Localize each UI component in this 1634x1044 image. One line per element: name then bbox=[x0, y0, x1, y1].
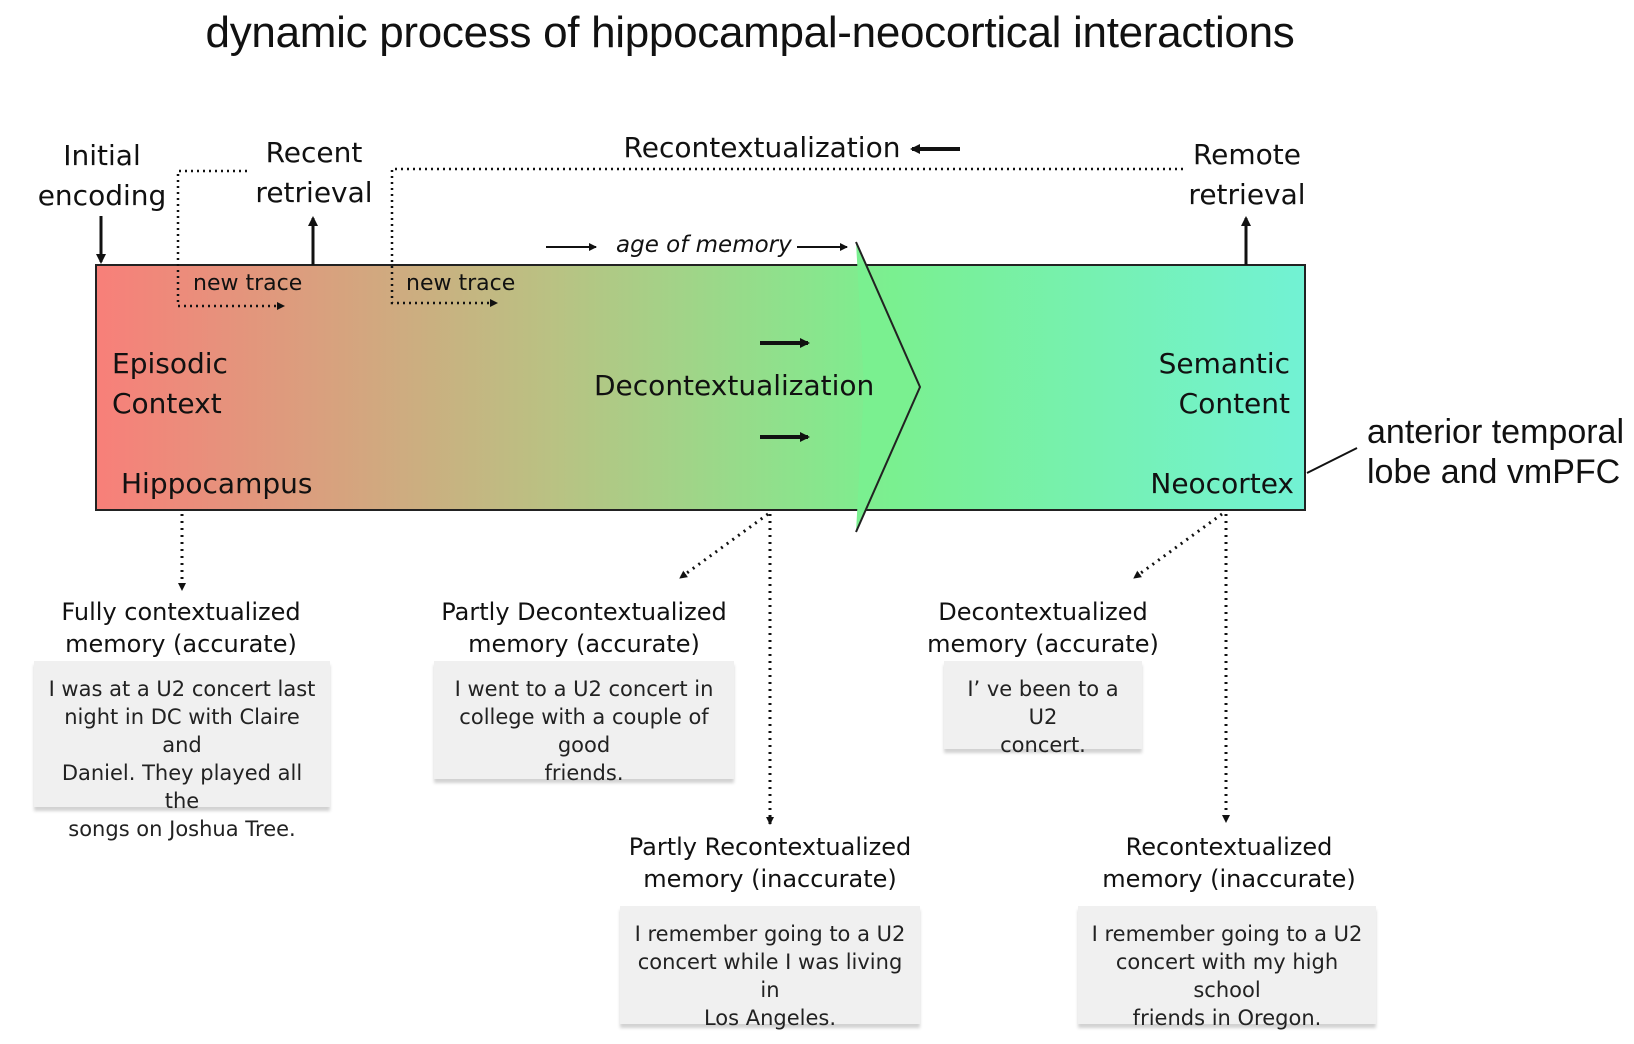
chevron-arrow bbox=[856, 242, 920, 532]
diagram-title: dynamic process of hippocampal-neocortic… bbox=[205, 8, 1295, 57]
outcome-caption-partly-recontextualized: Partly Recontextualized memory (inaccura… bbox=[628, 833, 912, 893]
age-of-memory-label: age of memory bbox=[616, 232, 792, 258]
example-box-recontextualized: I remember going to a U2 concert with my… bbox=[1078, 906, 1376, 1030]
remote-retrieval-label: Remote retrieval bbox=[1188, 138, 1306, 211]
example-box-decontextualized: I’ ve been to a U2 concert. bbox=[944, 661, 1142, 757]
outcome-caption-decontextualized: Decontextualized memory (accurate) bbox=[927, 598, 1159, 658]
outcome-caption-fully-contextualized: Fully contextualized memory (accurate) bbox=[61, 598, 301, 658]
new-trace-label-1: new trace bbox=[193, 271, 303, 296]
memory-band bbox=[95, 264, 1306, 511]
example-box-fully-contextualized: I was at a U2 concert last night in DC w… bbox=[34, 661, 330, 841]
example-box-partly-recontextualized: I remember going to a U2 concert while I… bbox=[620, 906, 920, 1030]
recent-retrieval-label: Recent retrieval bbox=[255, 136, 373, 209]
neocortex-label: Neocortex bbox=[1150, 467, 1294, 500]
decontextualization-label: Decontextualization bbox=[594, 369, 875, 402]
outcome-caption-recontextualized: Recontextualized memory (inaccurate) bbox=[1102, 833, 1356, 893]
new-trace-label-2: new trace bbox=[406, 271, 516, 296]
recontextualization-label: Recontextualization bbox=[623, 131, 901, 164]
outcome-caption-partly-decontextualized: Partly Decontextualized memory (accurate… bbox=[441, 598, 727, 658]
remote-trace-loop bbox=[390, 167, 1183, 307]
anterior-temporal-label: anterior temporal lobe and vmPFC bbox=[1367, 413, 1625, 491]
episodic-context-label: Episodic Context bbox=[112, 347, 228, 420]
side-label-connector bbox=[1306, 447, 1358, 474]
example-box-partly-decontextualized: I went to a U2 concert in college with a… bbox=[434, 661, 734, 785]
hippocampus-label: Hippocampus bbox=[121, 467, 313, 500]
semantic-content-label: Semantic Content bbox=[1158, 347, 1290, 420]
initial-encoding-label: Initial encoding bbox=[37, 139, 167, 212]
